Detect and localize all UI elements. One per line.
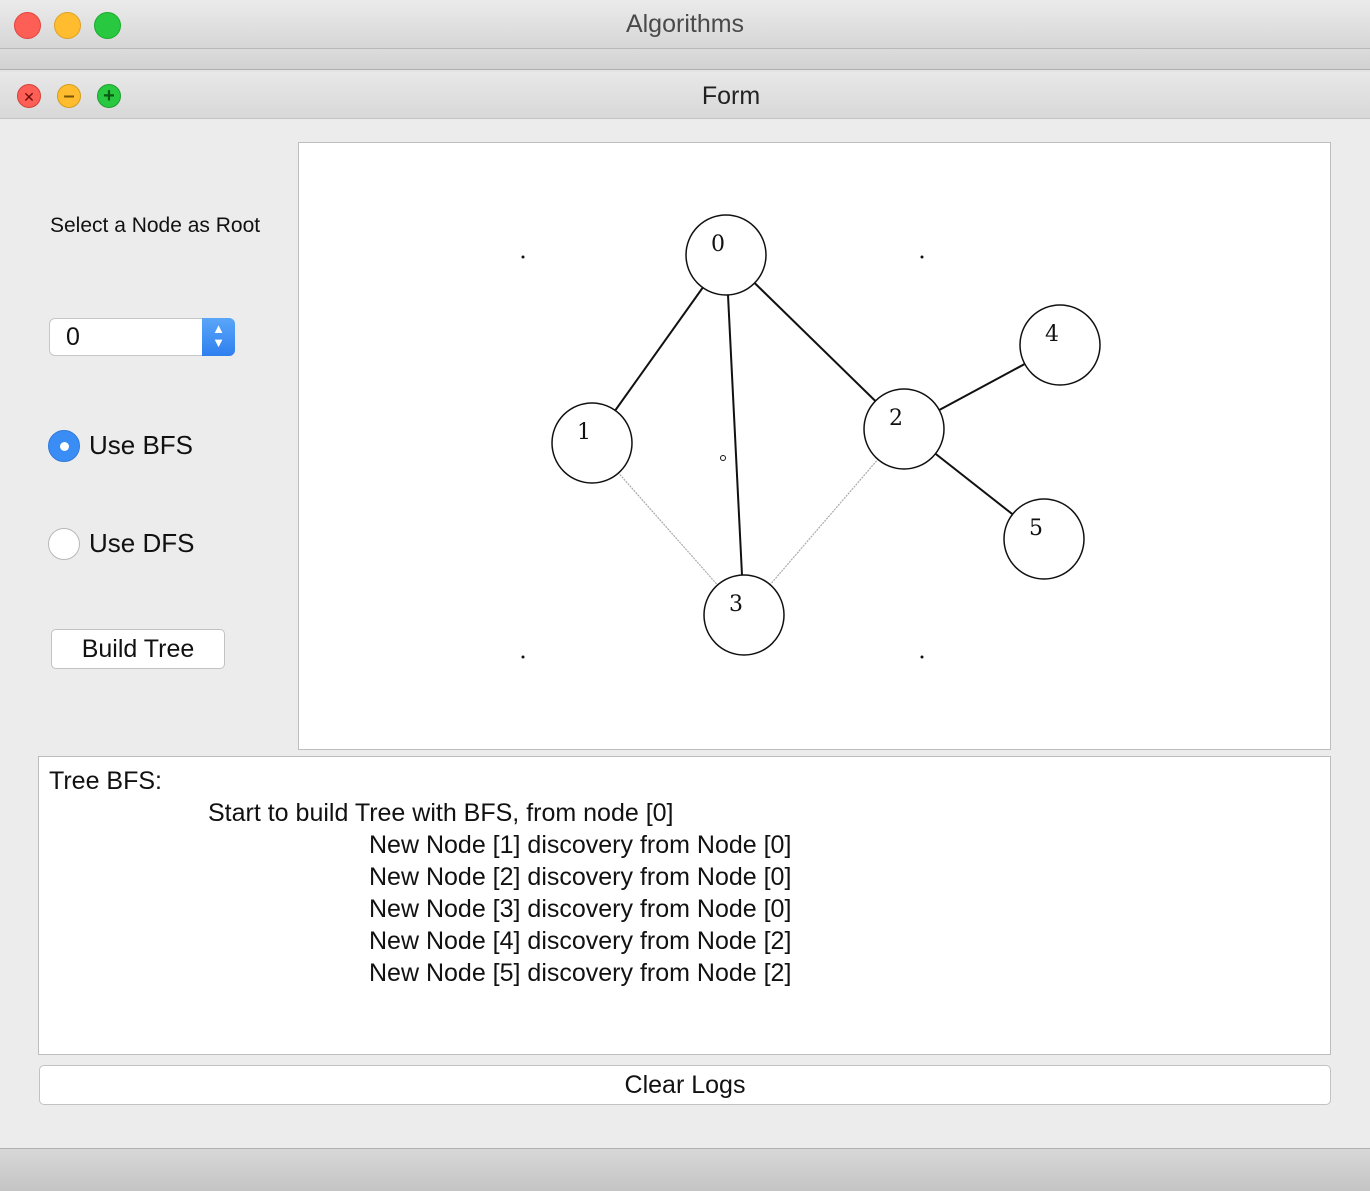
clear-logs-button[interactable]: Clear Logs [39,1065,1331,1105]
node-circle [863,388,945,470]
form-close-button[interactable]: ✕ [17,84,41,108]
log-entry: New Node [1] discovery from Node [0] [369,831,792,859]
graph-node-5[interactable]: 5 [1003,498,1085,580]
node-circle [1003,498,1085,580]
stepper-arrows-icon[interactable]: ▲▼ [202,318,235,356]
bfs-radio-label[interactable]: Use BFS [89,430,194,460]
log-entry: New Node [2] discovery from Node [0] [369,863,792,891]
app-titlebar: Algorithms [0,0,1370,49]
graph-node-3[interactable]: 3 [703,574,785,656]
minus-icon: – [63,85,75,107]
status-bar [0,1148,1370,1191]
node-label: 5 [1029,516,1043,541]
form-minimize-button[interactable]: – [57,84,81,108]
form-titlebar: ✕ – + Form [0,72,1370,119]
node-circle [685,214,767,296]
root-node-select[interactable]: 0 ▲▼ [49,318,235,356]
graph-edge-1-3 [591,442,745,616]
graph-node-2[interactable]: 2 [863,388,945,470]
graph-node-1[interactable]: 1 [551,402,633,484]
graph-canvas: 0 1 2 3 4 5 [298,142,1331,750]
node-label: 0 [711,232,725,257]
log-heading: Tree BFS: [49,767,162,795]
form-window: ✕ – + Form Select a Node as Root 0 ▲▼ Us… [0,72,1370,1148]
dfs-radio-label[interactable]: Use DFS [89,528,195,558]
corner-marker-0 [521,255,525,259]
app-title: Algorithms [625,10,745,38]
log-start-line: Start to build Tree with BFS, from node … [208,799,674,827]
plus-icon: + [103,85,115,107]
corner-marker-3 [920,655,924,659]
graph-edge-2-3 [743,428,905,616]
log-entry: New Node [5] discovery from Node [2] [369,959,792,987]
node-label: 2 [889,406,903,431]
bfs-radio[interactable] [48,430,80,462]
graph-svg: 0 1 2 3 4 5 [521,214,1101,659]
minimize-window-button[interactable] [54,12,81,39]
root-node-value: 0 [66,323,80,351]
dfs-radio[interactable] [48,528,80,560]
build-tree-button[interactable]: Build Tree [51,629,225,669]
log-entry: New Node [3] discovery from Node [0] [369,895,792,923]
close-window-button[interactable] [14,12,41,39]
tree-edge-0-3 [725,254,745,616]
zoom-window-button[interactable] [94,12,121,39]
graph-node-0[interactable]: 0 [685,214,767,296]
node-label: 1 [577,420,591,445]
node-circle [551,402,633,484]
tree-edge-0-2 [725,254,905,430]
log-entry: New Node [4] discovery from Node [2] [369,927,792,955]
center-marker [720,455,726,461]
form-maximize-button[interactable]: + [97,84,121,108]
node-label: 3 [729,592,743,617]
close-icon: ✕ [23,89,35,105]
node-label: 4 [1045,322,1059,347]
app-toolbar [0,49,1370,70]
graph-node-4[interactable]: 4 [1019,304,1101,386]
corner-marker-2 [521,655,525,659]
root-select-label: Select a Node as Root [50,214,261,237]
form-title: Form [701,82,761,110]
node-circle [703,574,785,656]
corner-marker-1 [920,255,924,259]
log-panel: Tree BFS: Start to build Tree with BFS, … [38,756,1331,1055]
node-circle [1019,304,1101,386]
